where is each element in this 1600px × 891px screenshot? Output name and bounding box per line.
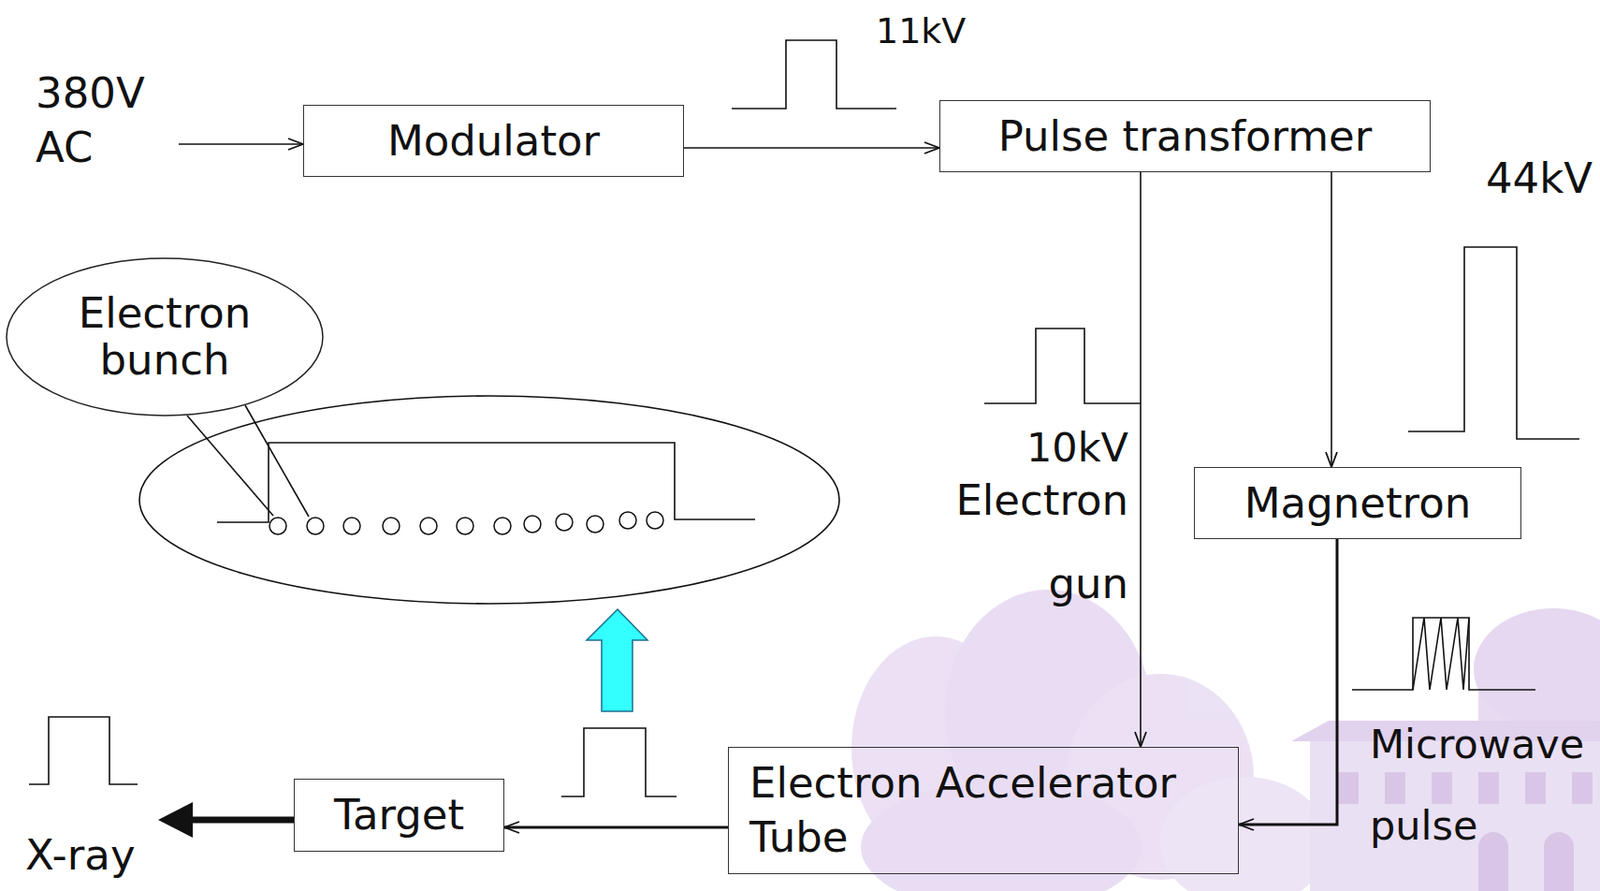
label-holder: 380V AC: [35, 66, 146, 175]
voltage-label: 380V AC: [35, 66, 146, 175]
electron-bunches: [269, 511, 664, 535]
voltage-label: Electron gun: [955, 458, 1129, 626]
voltage-label: 44kV: [1485, 157, 1593, 201]
node-text: Electron bunch: [78, 290, 252, 384]
signal-connector: [504, 826, 728, 830]
microwave-oscillation: [1412, 617, 1470, 690]
pulse-waveform: [984, 328, 1141, 404]
node-text: Modulator: [387, 116, 600, 167]
label-holder: X-ray: [25, 830, 136, 880]
pulse-waveform: [561, 727, 677, 797]
voltage-label: 10kV: [1026, 425, 1129, 469]
node-text: Target: [334, 789, 465, 841]
callout-ellipse: Electron bunch: [5, 257, 324, 417]
process-box: Pulse transformer: [939, 100, 1431, 173]
voltage-label: Microwave pulse: [1369, 703, 1585, 867]
label-holder: Electron gun: [955, 458, 1129, 626]
node-text: Magnetron: [1244, 478, 1471, 529]
pulse-waveform: [1408, 247, 1580, 439]
zoom-ellipse: [139, 395, 840, 604]
label-holder: 44kV: [1485, 157, 1593, 201]
input-arrow: [178, 143, 304, 146]
process-box: Electron Accelerator Tube: [727, 746, 1239, 874]
label-holder: Microwave pulse: [1369, 703, 1585, 867]
pulse-waveform: [217, 442, 756, 523]
campus-watermark: [851, 589, 1600, 891]
xray-arrow-head: [158, 801, 193, 838]
label-holder: 10kV: [1026, 425, 1129, 469]
signal-connector: [1139, 172, 1142, 747]
zoom-arrow: [586, 609, 648, 712]
leader-line: [245, 405, 309, 517]
node-text: Electron Accelerator Tube: [749, 756, 1218, 865]
pulse-waveform: [29, 716, 138, 785]
voltage-label: 11kV: [875, 9, 966, 53]
signal-connector: [683, 146, 940, 149]
xray-arrow-shaft: [187, 816, 294, 824]
node-text: Pulse transformer: [998, 111, 1373, 162]
process-box: Target: [293, 778, 505, 852]
voltage-label: X-ray: [25, 830, 136, 880]
microwave-waveform: [1352, 617, 1536, 690]
process-box: Modulator: [303, 104, 684, 177]
process-box: Magnetron: [1193, 466, 1522, 539]
label-holder: 11kV: [875, 9, 966, 53]
signal-connector: [1330, 172, 1333, 467]
pulse-waveform: [731, 40, 897, 109]
signal-connector: [1238, 538, 1338, 825]
